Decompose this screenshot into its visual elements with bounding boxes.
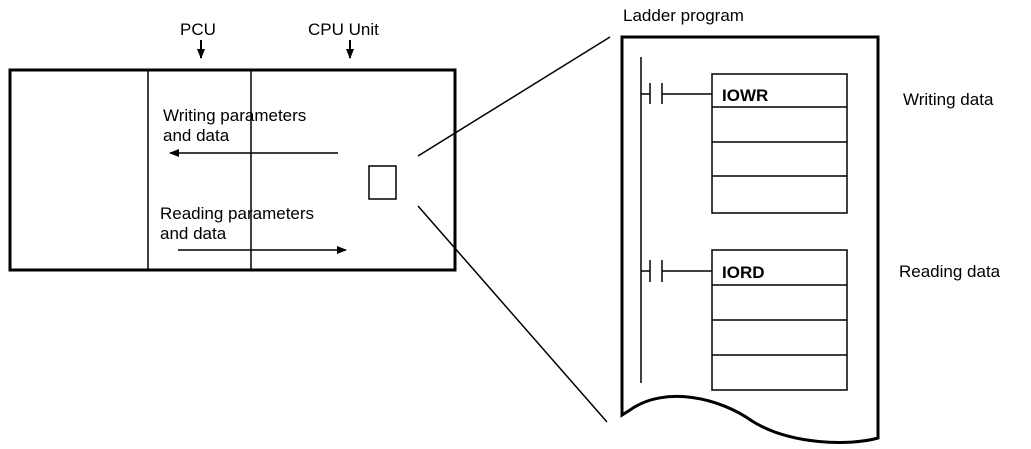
- iowr-instruction-block: [711, 73, 848, 214]
- cpu-unit-label: CPU Unit: [308, 20, 379, 39]
- reading-parameters-line1: Reading parameters: [160, 204, 314, 223]
- reading-parameters-line2: and data: [160, 224, 227, 243]
- zoom-line-top: [417, 36, 611, 157]
- zoom-line-bottom: [417, 205, 608, 423]
- writing-parameters-line1: Writing parameters: [163, 106, 306, 125]
- writing-data-label: Writing data: [903, 90, 994, 109]
- reading-data-label: Reading data: [899, 262, 1001, 281]
- plc-rack-body: [8, 68, 457, 272]
- pcu-label: PCU: [180, 20, 216, 39]
- cpu-program-memory-icon: [368, 165, 397, 200]
- iowr-instruction-label: IOWR: [722, 86, 768, 105]
- writing-parameters-line2: and data: [163, 126, 230, 145]
- iord-instruction-label: IORD: [722, 263, 765, 282]
- ladder-program-label: Ladder program: [623, 6, 744, 25]
- ladder-program-sheet: [620, 35, 880, 444]
